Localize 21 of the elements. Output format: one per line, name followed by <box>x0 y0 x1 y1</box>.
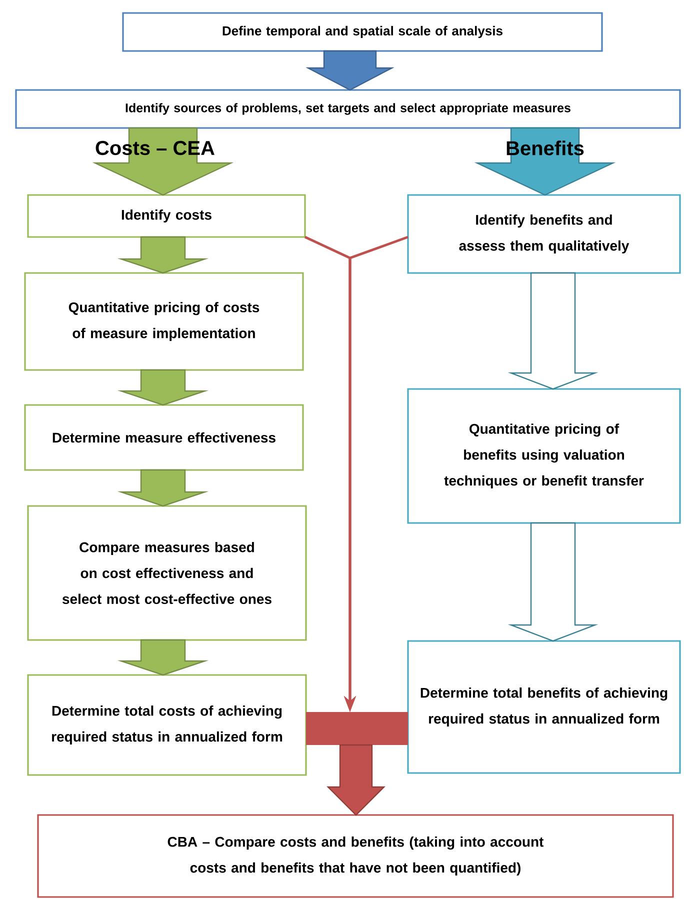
block-arrow <box>508 522 598 642</box>
process-box: Determine total costs of achieving required status in annualized form <box>27 674 307 776</box>
block-arrow <box>474 127 616 196</box>
block-arrow <box>306 50 394 91</box>
process-box: CBA – Compare costs and benefits (taking into account costs and benefits that have not been quantified) <box>37 814 674 898</box>
process-box: Compare measures based on cost effectiveness and select most cost-effective ones <box>27 505 307 641</box>
block-arrow <box>326 744 386 816</box>
block-arrow <box>117 236 209 274</box>
block-arrow <box>117 639 209 676</box>
block-arrow <box>117 369 209 406</box>
block-arrow <box>117 469 209 507</box>
process-box: Determine total benefits of achieving required status in annualized form <box>407 640 681 774</box>
process-box: Identify costs <box>27 194 306 238</box>
process-box: Identify sources of problems, set targets and select appropriate measures <box>15 89 681 129</box>
block-arrow <box>508 272 598 390</box>
process-box: Determine measure effectiveness <box>24 404 304 471</box>
junction-bar <box>306 712 408 745</box>
process-box: Identify benefits and assess them qualitatively <box>407 194 681 274</box>
process-box: Define temporal and spatial scale of analysis <box>122 12 603 52</box>
process-box: Quantitative pricing of benefits using valuation techniques or benefit transfer <box>407 388 681 524</box>
process-box: Quantitative pricing of costs of measure implementation <box>24 272 304 371</box>
